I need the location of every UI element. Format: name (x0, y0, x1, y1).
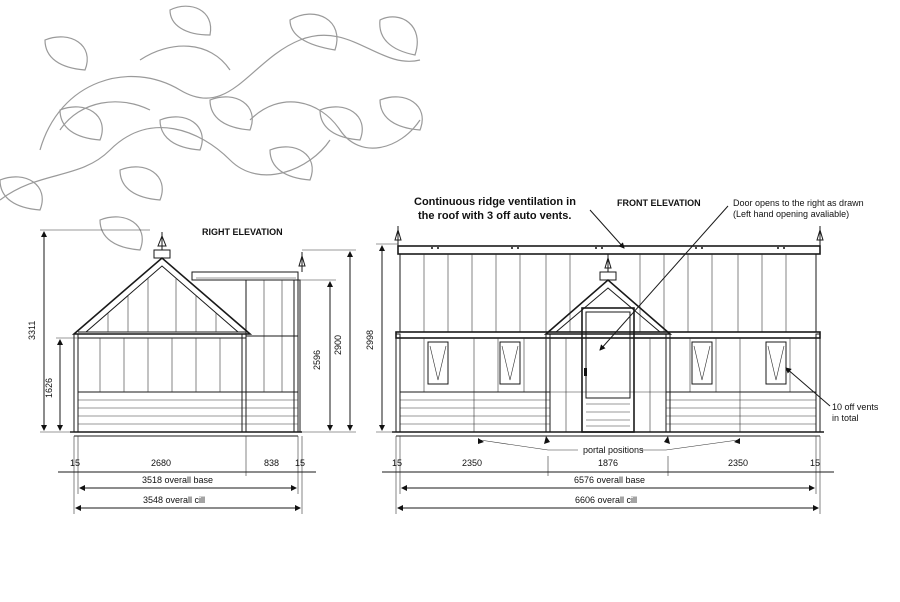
right-elevation-title: RIGHT ELEVATION (202, 227, 283, 237)
right-dim-side-height: 2900 (333, 335, 343, 355)
door-note-line1: Door opens to the right as drawn (733, 198, 864, 208)
door-note: Door opens to the right as drawn (Left h… (599, 198, 864, 351)
front-dim-right-bay: 2350 (728, 458, 748, 468)
right-base-boards (77, 391, 299, 433)
ridge-note-line2: the roof with 3 off auto vents. (418, 210, 571, 222)
front-dim-overall-height: 2998 (365, 330, 375, 350)
vents-note: 10 off vents in total (785, 367, 879, 423)
ridge-ventilation-note: Continuous ridge ventilation in the roof… (414, 196, 625, 249)
front-door (581, 307, 635, 433)
front-dim-porch: 1876 (598, 458, 618, 468)
right-vertical-dimensions: 3311 1626 2596 2900 (27, 229, 356, 433)
front-dim-right-edge: 15 (810, 458, 820, 468)
front-elevation-title: FRONT ELEVATION (617, 198, 701, 208)
door-note-arrow (599, 205, 729, 351)
front-porch (543, 254, 673, 433)
front-vertical-dimension: 2998 (365, 243, 398, 433)
right-dim-side-ridge: 2596 (312, 350, 322, 370)
front-dim-overall-cill: 6606 overall cill (575, 495, 637, 505)
ridge-note-arrow (589, 209, 625, 249)
vents-note-line2: in total (832, 413, 859, 423)
right-elevation: RIGHT ELEVATION (27, 227, 356, 514)
door-handle (584, 368, 587, 376)
right-horizontal-dimensions: 15 2680 838 15 3518 overall base 3548 ov… (58, 436, 316, 514)
front-side-glazing (399, 337, 817, 393)
front-dim-left-bay: 2350 (462, 458, 482, 468)
front-eaves-beam (395, 331, 821, 339)
front-vents (427, 341, 787, 385)
right-dim-overall-cill: 3548 overall cill (143, 495, 205, 505)
leaf-watermark (0, 5, 423, 251)
front-ridge-cap (397, 245, 821, 255)
portal-positions-label: portal positions (583, 445, 644, 455)
right-dim-overall-base: 3518 overall base (142, 475, 213, 485)
portal-positions-marker: portal positions (478, 436, 740, 455)
right-dim-main-width: 2680 (151, 458, 171, 468)
door-note-line2: (Left hand opening avaliable) (733, 209, 849, 219)
front-dim-left-edge: 15 (392, 458, 402, 468)
ridge-note-line1: Continuous ridge ventilation in (414, 196, 576, 208)
right-dim-right-edge: 15 (295, 458, 305, 468)
right-side-section (191, 252, 306, 433)
right-dim-eaves-height: 1626 (44, 378, 54, 398)
front-ridge-vents (431, 247, 785, 249)
front-elevation: FRONT ELEVATION (365, 198, 834, 514)
right-gable-walls (71, 232, 253, 433)
front-dim-overall-base: 6576 overall base (574, 475, 645, 485)
right-dim-overall-height: 3311 (27, 321, 37, 340)
right-dim-side-width: 838 (264, 458, 279, 468)
vents-note-arrow (785, 367, 831, 407)
vents-note-line1: 10 off vents (832, 402, 879, 412)
front-horizontal-dimensions: 15 2350 1876 2350 15 6576 overall base 6… (382, 436, 834, 514)
right-dim-left-edge: 15 (70, 458, 80, 468)
